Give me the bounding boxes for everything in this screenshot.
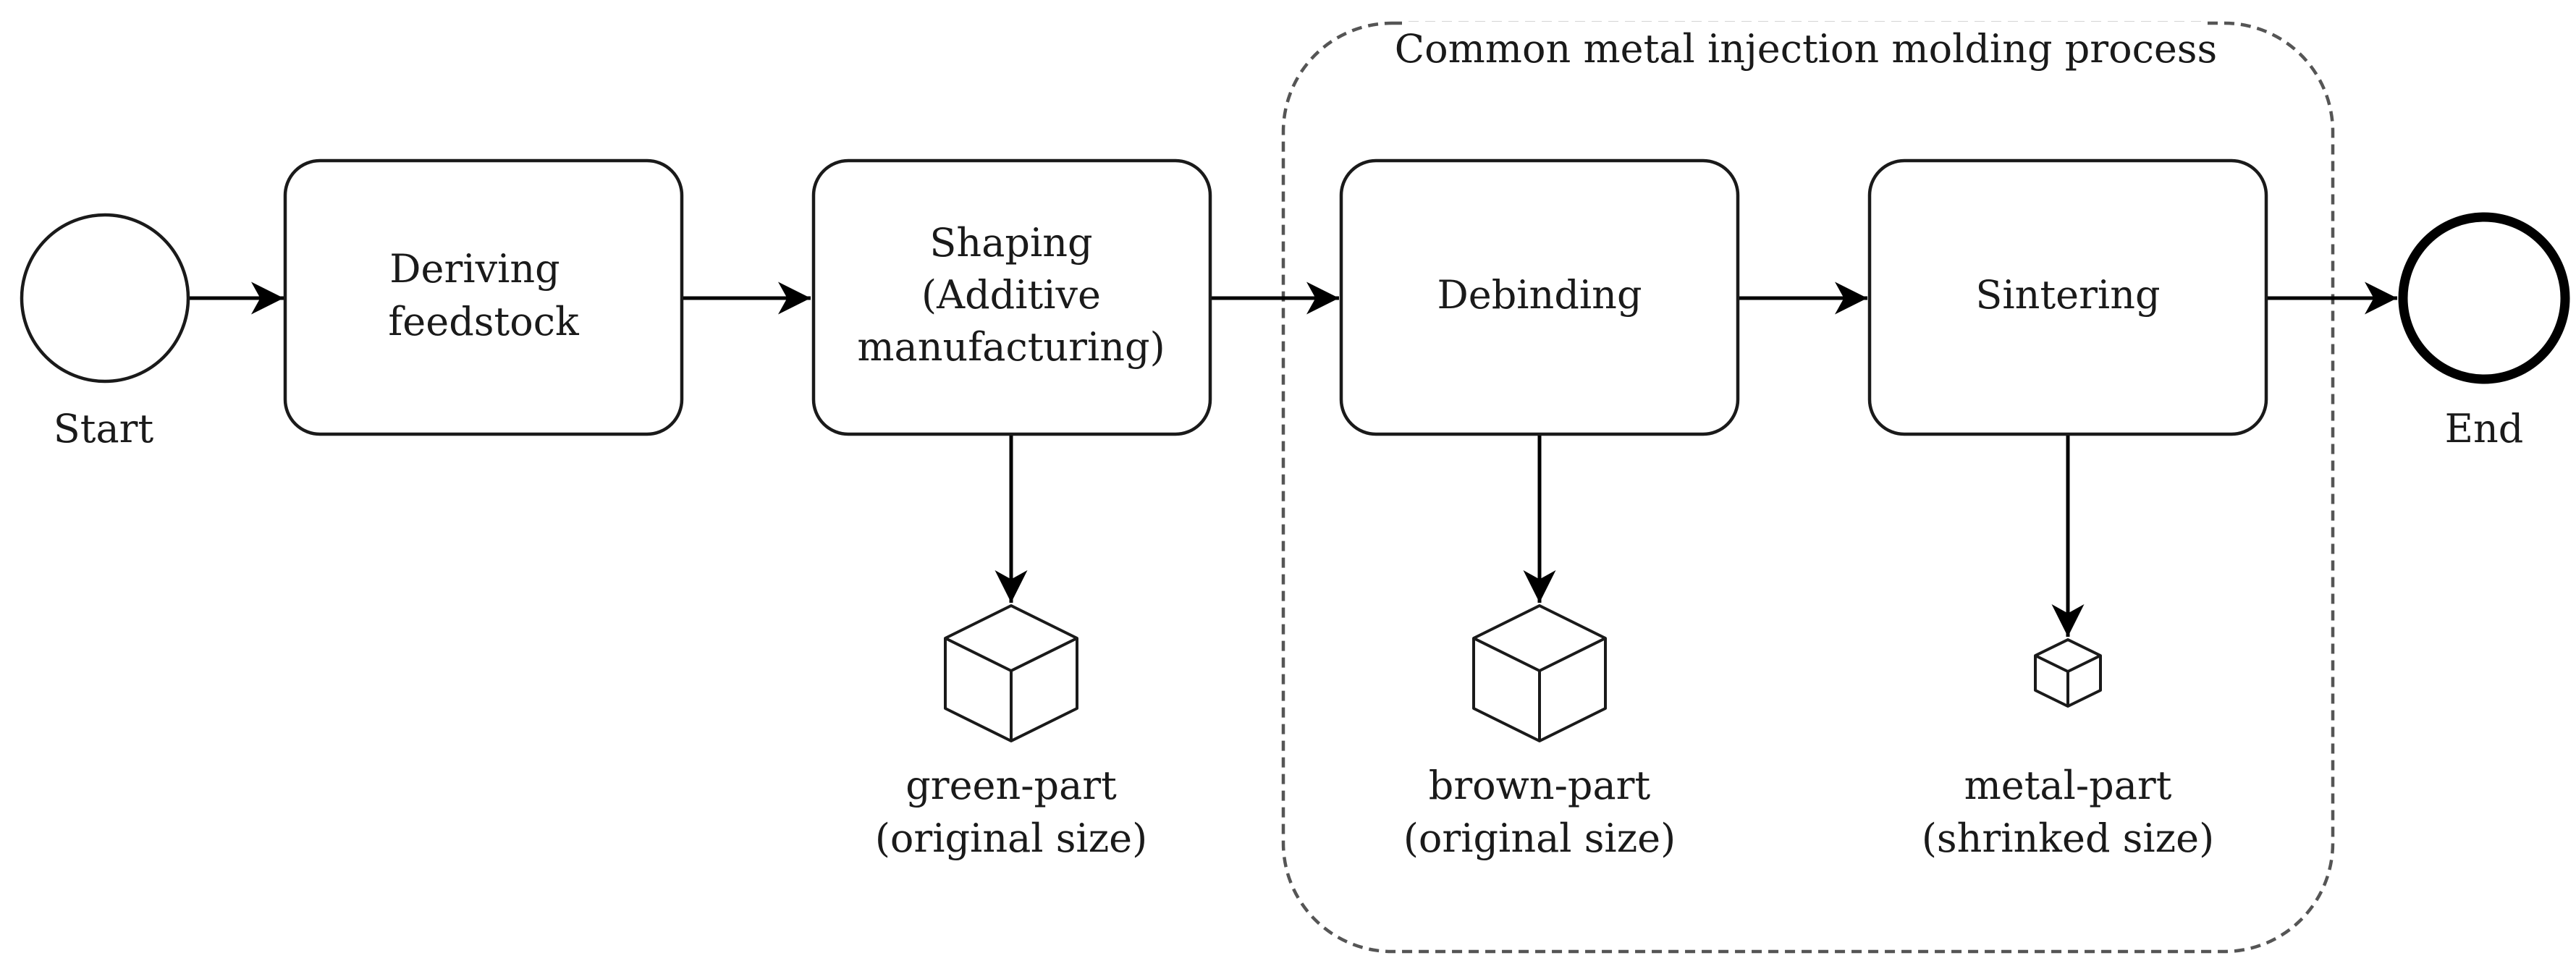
- end-label: End: [2445, 406, 2524, 452]
- task-debinding: [1339, 158, 1740, 436]
- task-shaping-label-line1: Shaping: [929, 220, 1092, 266]
- metal-part-label-line1: metal-part: [1964, 763, 2172, 808]
- green-part-label-line1: green-part: [905, 763, 1117, 808]
- brown-part-label-line2: (original size): [1403, 815, 1676, 861]
- group-title: Common metal injection molding process: [1395, 26, 2217, 72]
- green-part-label-line2: (original size): [875, 815, 1147, 861]
- start-event: [20, 213, 190, 384]
- task-deriving-label-line2: feedstock: [388, 299, 580, 344]
- metal-part-cube-icon: [2034, 638, 2102, 708]
- task-deriving-label-line1: Deriving: [389, 246, 559, 292]
- green-part-cube-icon: [944, 604, 1078, 742]
- brown-part-cube-icon: [1472, 604, 1607, 742]
- task-sintering-label: Sintering: [1975, 272, 2160, 318]
- end-event: [2398, 212, 2570, 384]
- metal-part-label-line2: (shrinked size): [1922, 815, 2214, 861]
- group-title-backdrop: [1408, 22, 2208, 80]
- start-label: Start: [54, 406, 154, 452]
- task-shaping: [811, 158, 1212, 436]
- task-deriving-feedstock: [283, 158, 684, 436]
- task-debinding-label: Debinding: [1437, 272, 1642, 318]
- brown-part-label-line1: brown-part: [1429, 763, 1651, 808]
- task-shaping-label-line2: (Additive: [921, 272, 1101, 318]
- task-sintering: [1867, 158, 2268, 436]
- task-shaping-label-line3: manufacturing): [857, 324, 1165, 370]
